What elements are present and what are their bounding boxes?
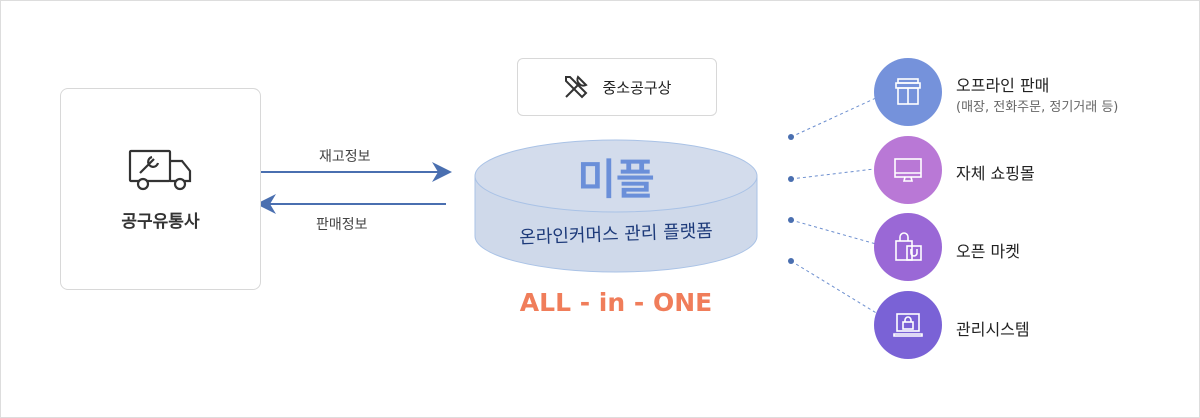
sales-info-label: 판매정보	[316, 217, 368, 233]
channel-label: 오픈 마켓	[956, 242, 1020, 261]
delivery-truck-icon	[128, 149, 192, 191]
channel-label: 오프라인 판매	[956, 76, 1050, 95]
channel-label: 자체 쇼핑몰	[956, 164, 1035, 183]
channel-label: 관리시스템	[956, 320, 1030, 339]
channel-offline	[874, 58, 942, 126]
supplier-label: 공구유통사	[121, 212, 200, 232]
channel-connector	[790, 219, 877, 245]
connector-dot	[788, 258, 794, 264]
shopping-bag-icon	[895, 232, 922, 261]
tools-icon	[565, 75, 589, 99]
platform-title: 미플	[577, 155, 655, 204]
platform-cylinder	[474, 139, 758, 273]
channel-connector	[790, 260, 879, 315]
supplier-box: 공구유통사	[60, 88, 261, 290]
laptop-lock-icon	[893, 313, 923, 337]
connector-dot	[788, 134, 794, 140]
small-tool-shop-label: 중소공구상	[602, 78, 672, 97]
channel-connector	[790, 97, 877, 138]
small-tool-shop-box: 중소공구상	[517, 58, 717, 116]
channel-sub-label: (매장, 전화주문, 정기거래 등)	[956, 100, 1119, 115]
platform-tagline: ALL - in - ONE	[519, 288, 713, 317]
channel-open-market	[874, 213, 942, 281]
channel-own-mall	[874, 136, 942, 204]
channel-management-system	[874, 291, 942, 359]
store-icon	[895, 78, 921, 105]
inventory-info-label: 재고정보	[319, 149, 371, 165]
connector-dot	[788, 217, 794, 223]
channel-connector	[790, 168, 875, 180]
connector-dot	[788, 176, 794, 182]
monitor-icon	[894, 158, 922, 182]
